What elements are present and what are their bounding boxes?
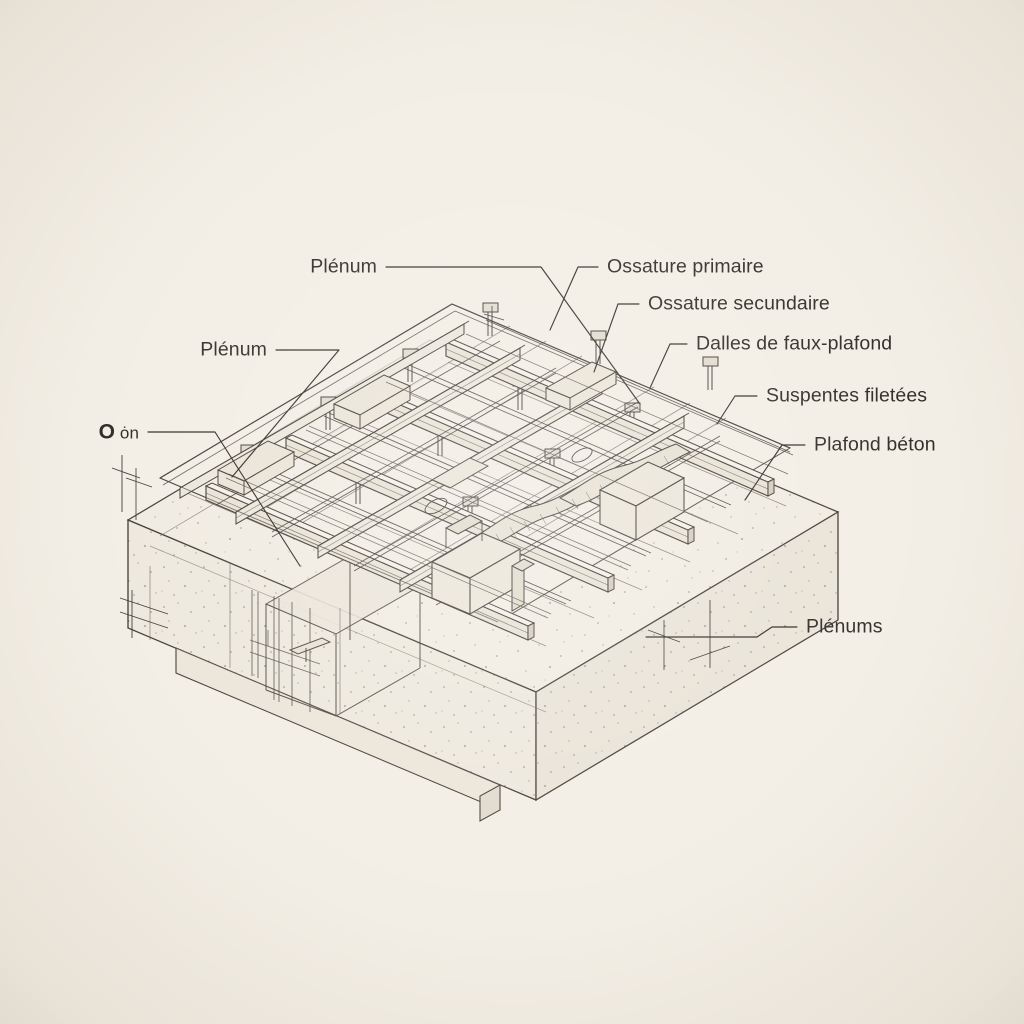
leader-line-dalles-faux-plafond (649, 343, 688, 389)
leader-line-plenum-top (385, 266, 641, 405)
partition-studs (249, 590, 332, 712)
annotation-label-ossature-primaire: Ossature primaire (607, 255, 764, 278)
annotation-label-plafond-beton: Plafond béton (814, 433, 936, 456)
hvac-ductwork (424, 443, 692, 615)
annotation-label-ossature-secondaire: Ossature secundaire (648, 292, 830, 315)
leader-line-plenum-mid (231, 349, 340, 478)
leader-line-option-fragment (147, 431, 301, 567)
annotation-label-plenums-bottom: Plénums (806, 615, 883, 638)
leader-line-plafond-beton (744, 444, 806, 501)
annotation-label-dalles-faux-plafond: Dalles de faux-plafond (696, 332, 893, 355)
annotation-label-suspentes-filetees: Suspentes filetées (766, 384, 928, 407)
label-glyph-fragment: ȯn (115, 423, 139, 443)
services-conduits (225, 333, 789, 619)
annotation-label-option-fragment: O ȯn (99, 421, 139, 443)
leader-line-ossature-secondaire (593, 303, 640, 373)
leader-line-suspentes-filetees (716, 395, 758, 425)
leader-line-ossature-primaire (549, 266, 599, 331)
label-glyph-o: O (98, 420, 116, 444)
annotation-label-plenum-top: Plénum (310, 255, 377, 278)
annotation-label-plenum-mid: Plénum (200, 338, 267, 361)
edge-detail-ticks (125, 306, 681, 670)
leader-line-plenums-bottom (645, 626, 798, 638)
